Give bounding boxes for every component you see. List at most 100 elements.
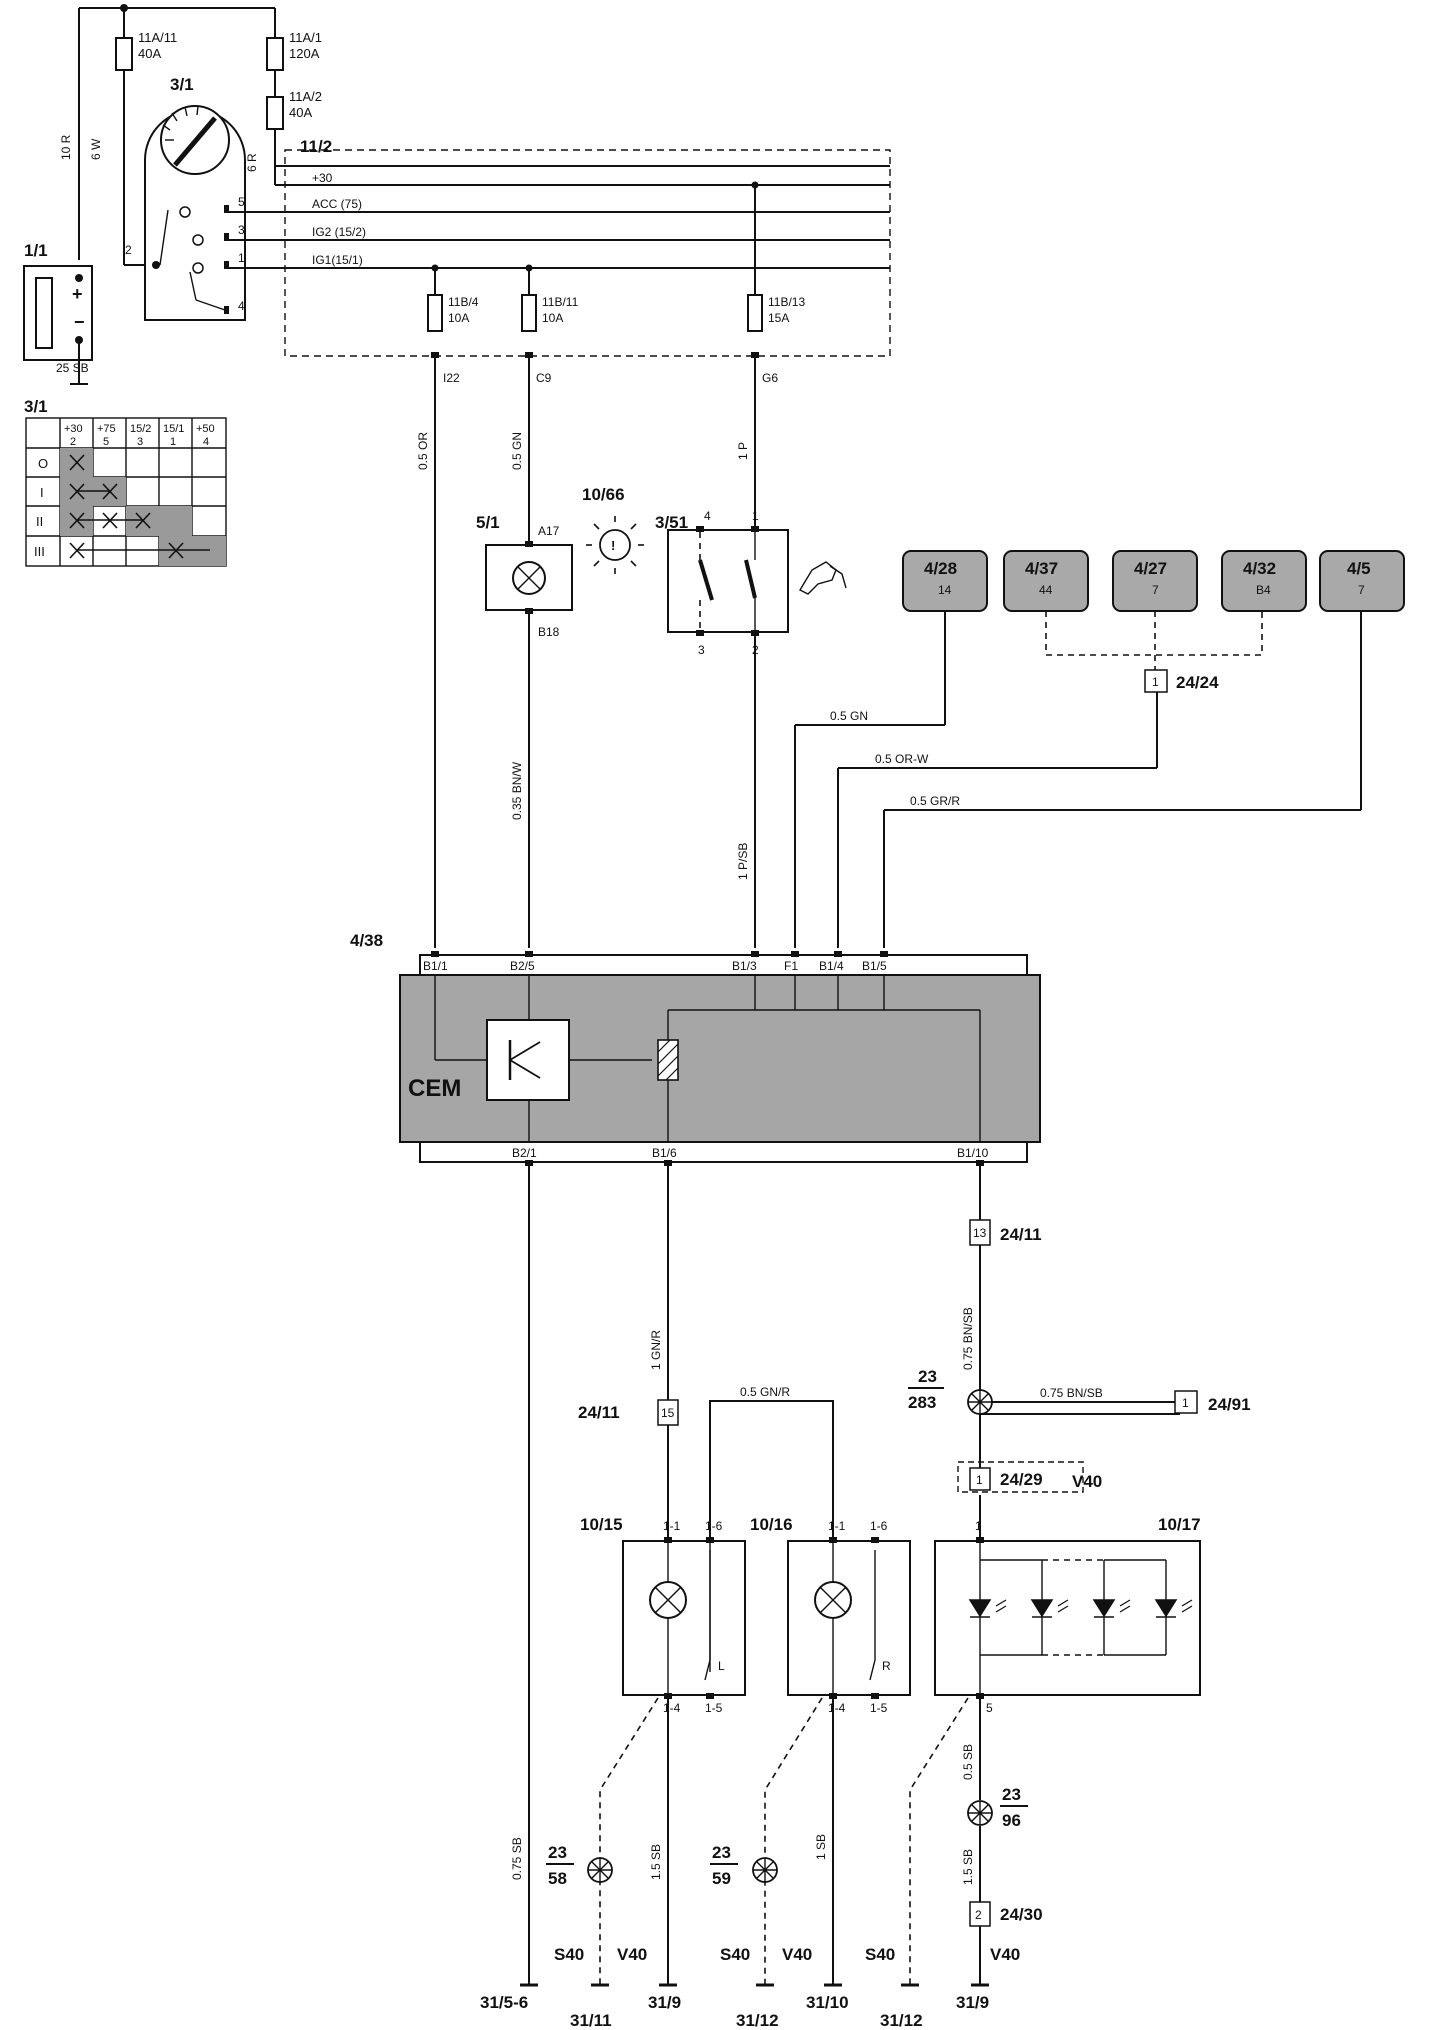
- svg-text:5/1: 5/1: [476, 513, 500, 532]
- svg-text:5: 5: [238, 195, 245, 209]
- svg-text:B1/1: B1/1: [423, 959, 448, 973]
- svg-text:−: −: [74, 312, 85, 332]
- svg-text:31/10: 31/10: [806, 1993, 849, 2012]
- wire-label: 1 P/SB: [736, 843, 750, 880]
- wire-label: 0.75 SB: [510, 1837, 524, 1880]
- svg-text:+75: +75: [97, 423, 116, 435]
- svg-text:!: !: [611, 538, 615, 553]
- svg-text:3: 3: [238, 223, 245, 237]
- svg-text:23: 23: [712, 1843, 731, 1862]
- wire-label: 1 GN/R: [649, 1330, 663, 1370]
- svg-text:IG1(15/1): IG1(15/1): [312, 253, 363, 267]
- svg-text:24/29: 24/29: [1000, 1470, 1043, 1489]
- svg-text:V40: V40: [617, 1945, 647, 1964]
- svg-text:1: 1: [1152, 675, 1159, 689]
- svg-text:4/27: 4/27: [1134, 559, 1167, 578]
- wires-to-cem: [434, 358, 1362, 948]
- svg-text:1: 1: [238, 251, 245, 265]
- svg-text:2: 2: [70, 436, 76, 448]
- svg-text:5: 5: [986, 1701, 993, 1715]
- connector-24-29: 1 24/29 V40: [957, 1461, 1102, 1493]
- fuse-11a1: 11A/1 120A: [266, 30, 322, 71]
- svg-text:3: 3: [137, 436, 143, 448]
- svg-text:1-5: 1-5: [870, 1701, 888, 1715]
- svg-text:11A/2: 11A/2: [289, 89, 322, 104]
- wire-label: 0.5 OR-W: [875, 752, 929, 766]
- svg-text:24/30: 24/30: [1000, 1905, 1043, 1924]
- svg-text:3/1: 3/1: [170, 75, 194, 94]
- svg-text:B1/4: B1/4: [819, 959, 844, 973]
- svg-text:4/32: 4/32: [1243, 559, 1276, 578]
- svg-text:23: 23: [1002, 1785, 1021, 1804]
- lamp-5-1: 5/1 A17 B18: [476, 513, 573, 639]
- switch-position-table: 3/1 +30 2 +75 5 15/2 3 15/1 1 +50 4 O I …: [24, 397, 227, 567]
- svg-text:10A: 10A: [448, 311, 469, 325]
- ignition-switch: 3/1 2 5 3 1 4: [125, 75, 246, 321]
- wire-label: 6 W: [89, 138, 103, 160]
- svg-text:4/38: 4/38: [350, 931, 383, 950]
- svg-text:25 SB: 25 SB: [56, 361, 89, 375]
- svg-text:C9: C9: [536, 371, 552, 385]
- module-4-27: 4/27 7: [1112, 550, 1198, 612]
- connector-24-91: 1 24/91: [1174, 1390, 1251, 1414]
- svg-text:+30: +30: [64, 423, 83, 435]
- svg-text:283: 283: [908, 1393, 936, 1412]
- svg-text:31/12: 31/12: [880, 2011, 923, 2030]
- svg-text:15/1: 15/1: [163, 423, 184, 435]
- svg-text:1: 1: [1182, 1396, 1189, 1410]
- svg-text:F1: F1: [784, 959, 798, 973]
- svg-text:14: 14: [938, 583, 952, 597]
- connector-24-24: 1 24/24: [1045, 611, 1263, 693]
- svg-text:7: 7: [1358, 583, 1365, 597]
- svg-text:I: I: [40, 485, 44, 500]
- svg-text:S40: S40: [554, 1945, 584, 1964]
- symbol-10-66: 10/66 !: [582, 485, 644, 574]
- svg-text:96: 96: [1002, 1811, 1021, 1830]
- svg-text:1: 1: [752, 509, 759, 523]
- svg-text:11B/4: 11B/4: [448, 295, 479, 309]
- svg-text:10/17: 10/17: [1158, 1515, 1201, 1534]
- wire-label: 6 R: [245, 153, 259, 172]
- svg-text:2: 2: [975, 1908, 982, 1922]
- lamp-10-15: 10/15 L 1-1 1-6 1-4 1-5: [580, 1515, 746, 1715]
- svg-text:24/91: 24/91: [1208, 1395, 1251, 1414]
- fuse-11a11: 11A/11 40A: [115, 30, 177, 71]
- svg-text:S40: S40: [720, 1945, 750, 1964]
- svg-text:15/2: 15/2: [130, 423, 151, 435]
- module-4-32: 4/32 B4: [1221, 550, 1307, 612]
- svg-text:4/5: 4/5: [1347, 559, 1371, 578]
- fuse-box-11-2: 11/2 +30 ACC (75) IG2 (15/2) IG1(15/1) 1…: [229, 137, 891, 385]
- wire-label: 1 SB: [814, 1834, 828, 1860]
- svg-text:B1/6: B1/6: [652, 1146, 677, 1160]
- svg-text:7: 7: [1152, 583, 1159, 597]
- svg-text:O: O: [38, 456, 48, 471]
- wire-label: 1.5 SB: [649, 1844, 663, 1880]
- wire-label: 1 P: [736, 442, 750, 460]
- svg-text:10A: 10A: [542, 311, 563, 325]
- svg-text:4/28: 4/28: [924, 559, 957, 578]
- svg-text:R: R: [882, 1659, 891, 1673]
- svg-text:+50: +50: [196, 423, 215, 435]
- svg-text:V40: V40: [1072, 1472, 1102, 1491]
- svg-text:23: 23: [918, 1367, 937, 1386]
- svg-text:1: 1: [170, 436, 176, 448]
- svg-text:1-5: 1-5: [705, 1701, 723, 1715]
- svg-text:1: 1: [976, 1473, 983, 1487]
- splice-23-58: 23 58: [546, 1843, 613, 1888]
- fuse-11a2: 11A/2 40A: [266, 89, 322, 130]
- svg-text:11B/13: 11B/13: [768, 295, 805, 309]
- svg-text:I22: I22: [443, 371, 460, 385]
- svg-text:B2/1: B2/1: [512, 1146, 537, 1160]
- svg-text:1-6: 1-6: [705, 1519, 723, 1533]
- svg-text:24/24: 24/24: [1176, 673, 1219, 692]
- svg-text:31/5-6: 31/5-6: [480, 1993, 528, 2012]
- wire-label: 10 R: [59, 134, 73, 160]
- wire-label: 0.5 SB: [961, 1744, 975, 1780]
- svg-text:15A: 15A: [768, 311, 789, 325]
- wire-label: 0.75 BN/SB: [1040, 1386, 1103, 1400]
- svg-text:1: 1: [975, 1519, 982, 1533]
- svg-text:+30: +30: [312, 171, 333, 185]
- svg-text:31/12: 31/12: [736, 2011, 779, 2030]
- svg-text:15: 15: [661, 1406, 675, 1420]
- svg-text:11A/11: 11A/11: [138, 30, 177, 45]
